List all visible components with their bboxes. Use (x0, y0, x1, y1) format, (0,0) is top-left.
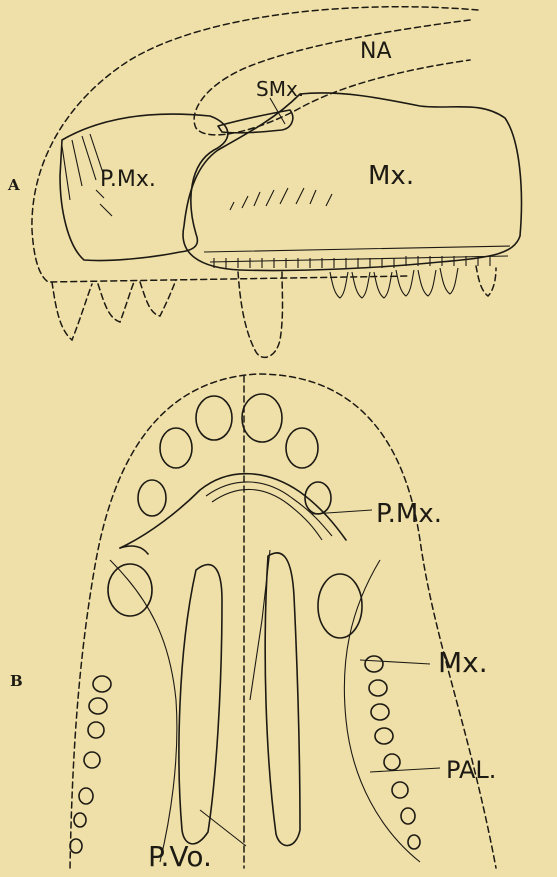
panel-a: A NA SMx. P.Mx. (7, 7, 521, 358)
panel-b-letter: B (10, 672, 23, 690)
leader-mx-b (360, 660, 430, 664)
label-smx-a: SMx. (256, 77, 304, 101)
vomer-left-b (179, 565, 222, 844)
leader-pal-b (370, 768, 440, 772)
premaxilla-palate-b (120, 474, 346, 548)
panel-b: B (10, 374, 496, 873)
panel-a-letter: A (7, 176, 20, 194)
skull-outline-a (32, 7, 478, 282)
septomaxilla-a (218, 110, 293, 133)
label-na-a: NA (360, 39, 392, 64)
maxillary-teeth-b (70, 656, 420, 853)
label-pal-b: PAL. (446, 756, 496, 784)
label-pmx-a: P.Mx. (100, 167, 156, 192)
label-pmx-b: P.Mx. (376, 499, 442, 529)
teeth-outline-a (52, 266, 496, 357)
vomer-right-b (265, 553, 300, 846)
nasal-outline-a (194, 20, 470, 135)
label-pvo-b: P.Vo. (148, 840, 212, 873)
label-mx-a: Mx. (368, 161, 414, 191)
snout-outline-b (70, 374, 496, 868)
premaxillary-teeth-b (108, 394, 362, 638)
label-mx-b: Mx. (438, 646, 488, 679)
maxilla-a (183, 93, 521, 271)
